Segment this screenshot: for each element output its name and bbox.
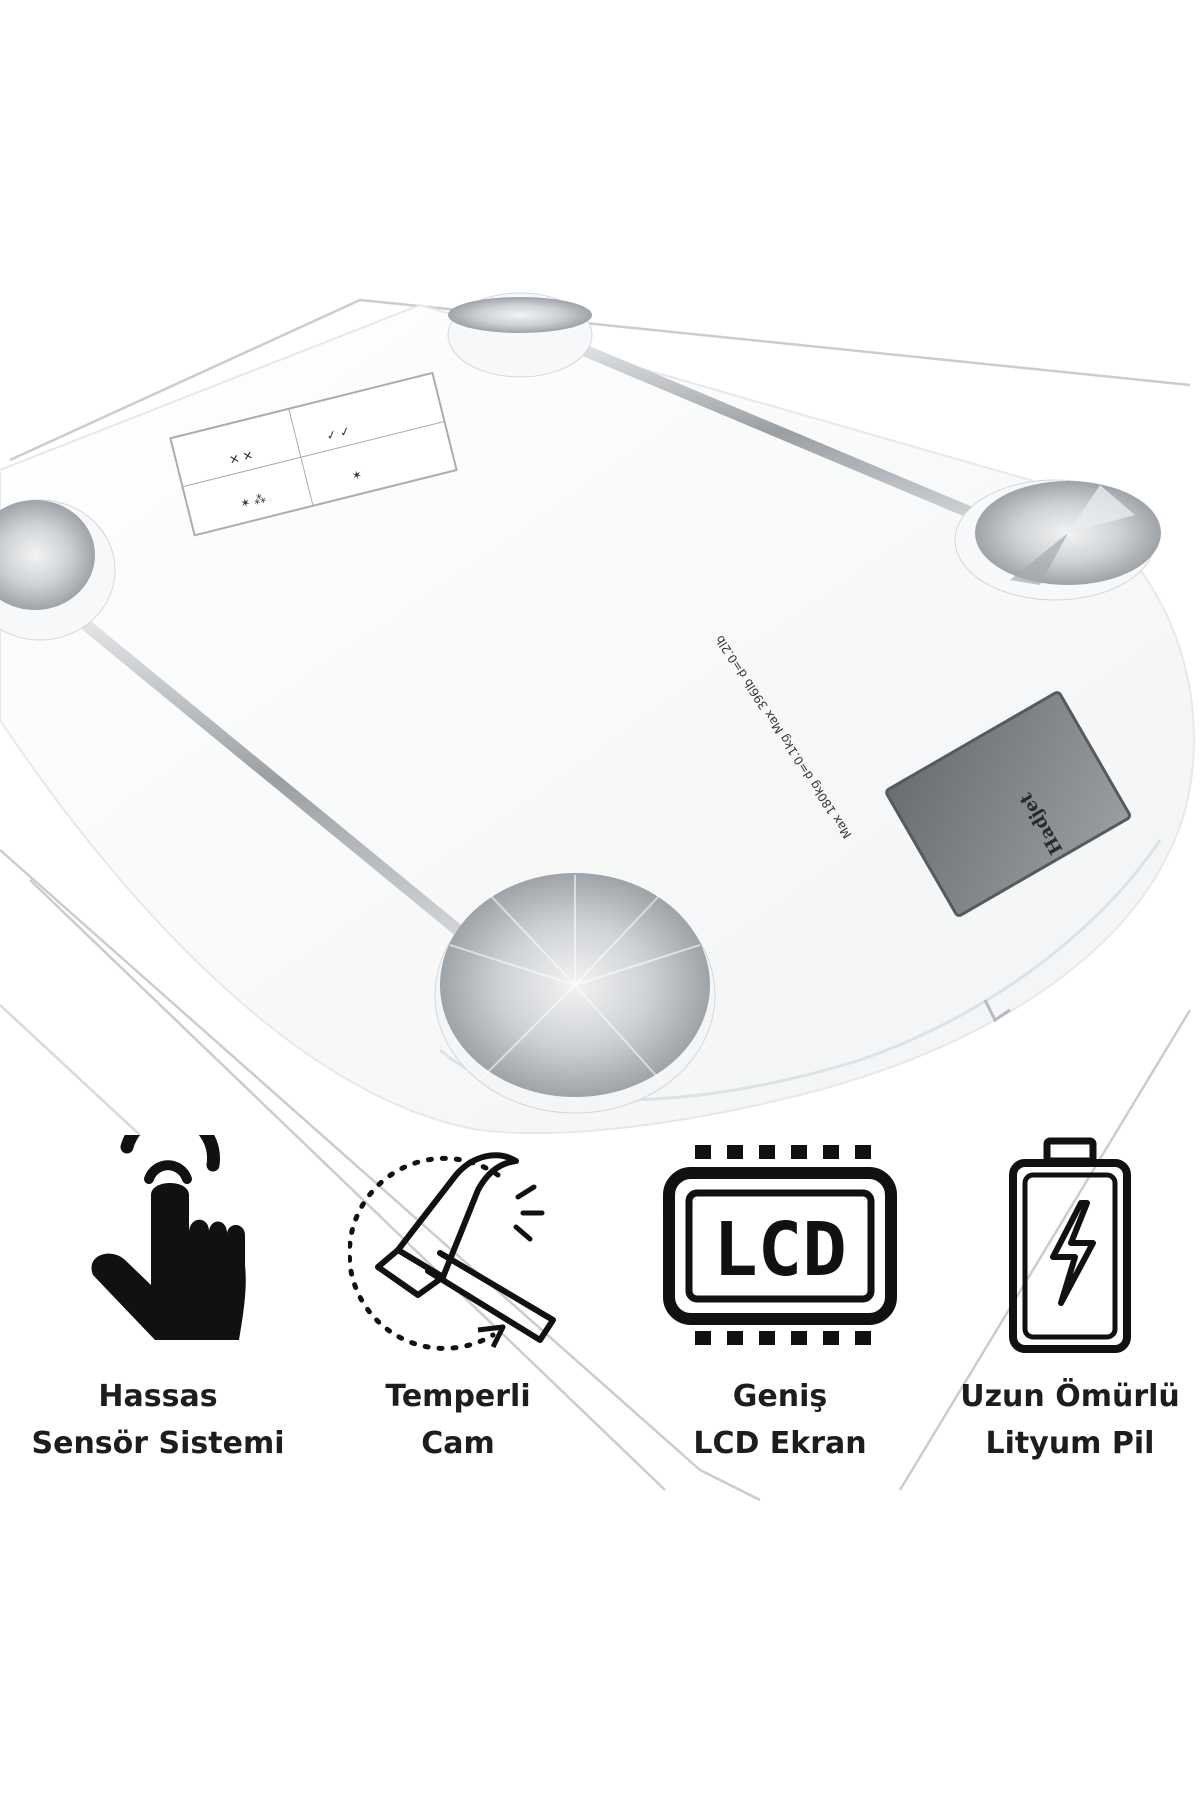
side-notch — [983, 999, 1011, 1023]
feature-lcd: LCD Geniş LCD Ekran — [630, 1135, 930, 1467]
svg-text:✕ ✕: ✕ ✕ — [228, 448, 255, 467]
lcd-display — [885, 691, 1131, 917]
foot-pads — [0, 292, 1161, 1114]
foot-pad-top — [447, 292, 593, 378]
svg-text:✶ ⁂: ✶ ⁂ — [239, 491, 267, 511]
touch-hand-icon — [91, 1135, 246, 1340]
feature-sensor-line2: Sensör Sistemi — [31, 1426, 285, 1461]
feature-lcd-line1: Geniş — [732, 1379, 828, 1414]
lcd-chip-icon: LCD — [663, 1145, 897, 1345]
feature-glass-line1: Temperli — [385, 1379, 531, 1414]
feature-glass-line2: Cam — [421, 1426, 495, 1461]
feature-lcd-line2: LCD Ekran — [693, 1426, 867, 1461]
svg-text:✓ ✓: ✓ ✓ — [325, 424, 352, 443]
instruction-sticker: ✕ ✕ ✓ ✓ ✶ ⁂ ✶ — [169, 371, 458, 537]
foot-pad-left — [0, 499, 116, 641]
feature-battery: Uzun Ömürlü Lityum Pil — [920, 1135, 1200, 1467]
support-rods — [74, 334, 1006, 946]
feature-sensor: Hassas Sensör Sistemi — [8, 1135, 308, 1467]
feature-battery-line1: Uzun Ömürlü — [960, 1379, 1180, 1414]
feature-battery-line2: Lityum Pil — [985, 1426, 1155, 1461]
foot-pad-right — [954, 479, 1161, 601]
feature-sensor-line1: Hassas — [98, 1379, 218, 1414]
lcd-icon-text: LCD — [713, 1207, 847, 1293]
battery-bolt-icon — [1009, 1137, 1131, 1353]
scale-body — [0, 303, 1195, 1135]
hammer-impact-icon — [348, 1152, 556, 1351]
foot-pad-front — [434, 873, 716, 1114]
svg-text:✶: ✶ — [350, 467, 363, 483]
glass-plate — [0, 298, 1192, 1502]
feature-tempered-glass: Temperli Cam — [308, 1135, 608, 1467]
